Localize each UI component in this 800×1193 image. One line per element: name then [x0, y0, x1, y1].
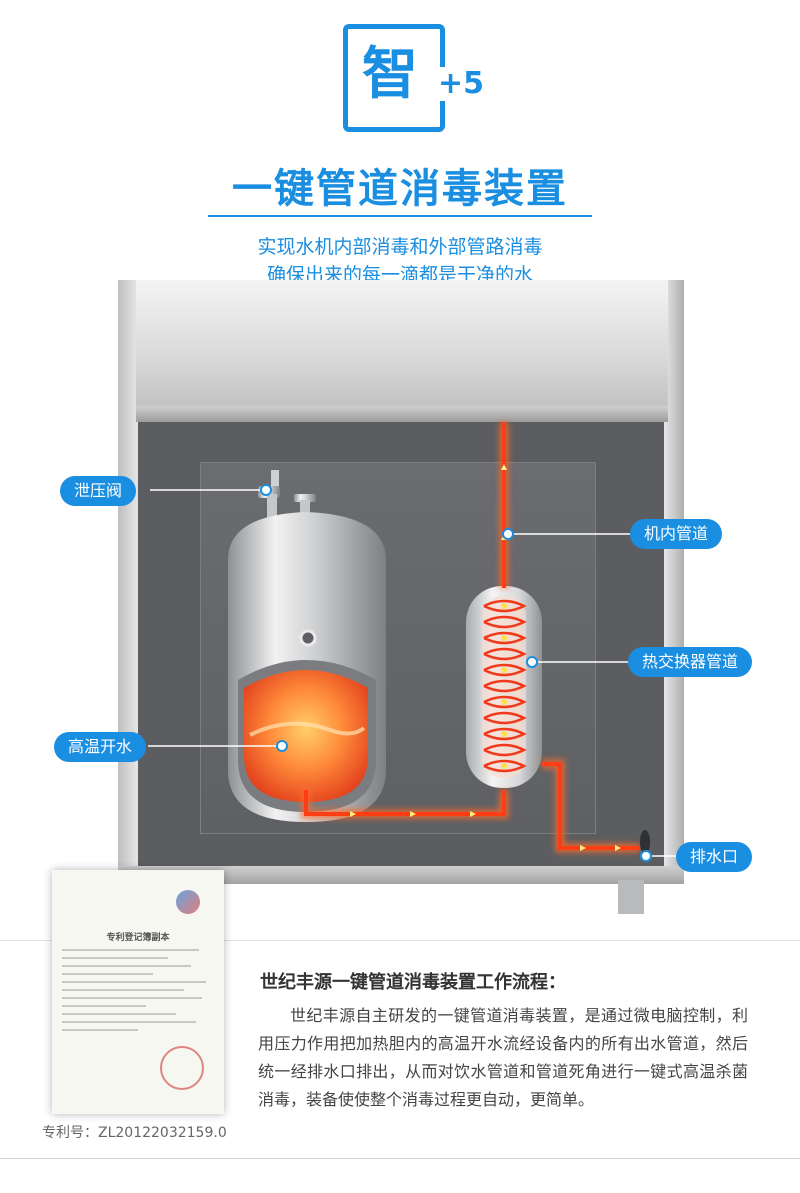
label-leaders	[148, 489, 676, 857]
page-title: 一键管道消毒装置	[232, 166, 568, 212]
certificate-seal-icon	[160, 1046, 204, 1090]
patent-number: 专利号：ZL20122032159.0	[42, 1125, 227, 1141]
heat-exchanger	[466, 586, 542, 788]
badge-char: 智	[362, 42, 418, 107]
label-drain: 排水口	[676, 842, 753, 872]
machine-panel-lip	[136, 406, 668, 422]
label-dots	[260, 484, 652, 862]
machine-diagram	[148, 422, 676, 914]
label-hot-water: 高温开水	[54, 732, 147, 762]
heating-tank	[228, 512, 386, 822]
certificate-text-lines	[62, 949, 214, 1031]
drain-opening	[640, 830, 650, 854]
machine-foot	[618, 880, 644, 914]
section-divider	[0, 940, 800, 941]
badge-plus: +5	[436, 66, 487, 101]
machine-side-left	[118, 280, 138, 880]
machine-side-right	[664, 280, 684, 880]
red-pipes	[301, 422, 640, 853]
smart-badge: 智 +5	[343, 24, 487, 132]
flow-title: 世纪丰源一键管道消毒装置工作流程：	[260, 972, 566, 993]
machine-upper-panel	[136, 280, 668, 420]
certificate-logo-icon	[176, 890, 200, 914]
machine-base	[118, 866, 684, 884]
certificate-title: 专利登记簿副本	[106, 933, 170, 943]
title-divider	[208, 215, 592, 217]
subtitle-line-1: 实现水机内部消毒和外部管路消毒	[257, 236, 543, 258]
label-internal-pipe: 机内管道	[630, 519, 723, 549]
flow-description: 世纪丰源自主研发的一键管道消毒装置，是通过微电脑控制，利用压力作用把加热胆内的高…	[258, 1006, 748, 1109]
label-relief-valve: 泄压阀	[60, 476, 137, 506]
bottom-divider	[0, 1158, 800, 1159]
patent-certificate-image: 专利登记簿副本	[52, 870, 224, 1114]
label-heat-exchanger-pipe: 热交换器管道	[628, 647, 753, 677]
